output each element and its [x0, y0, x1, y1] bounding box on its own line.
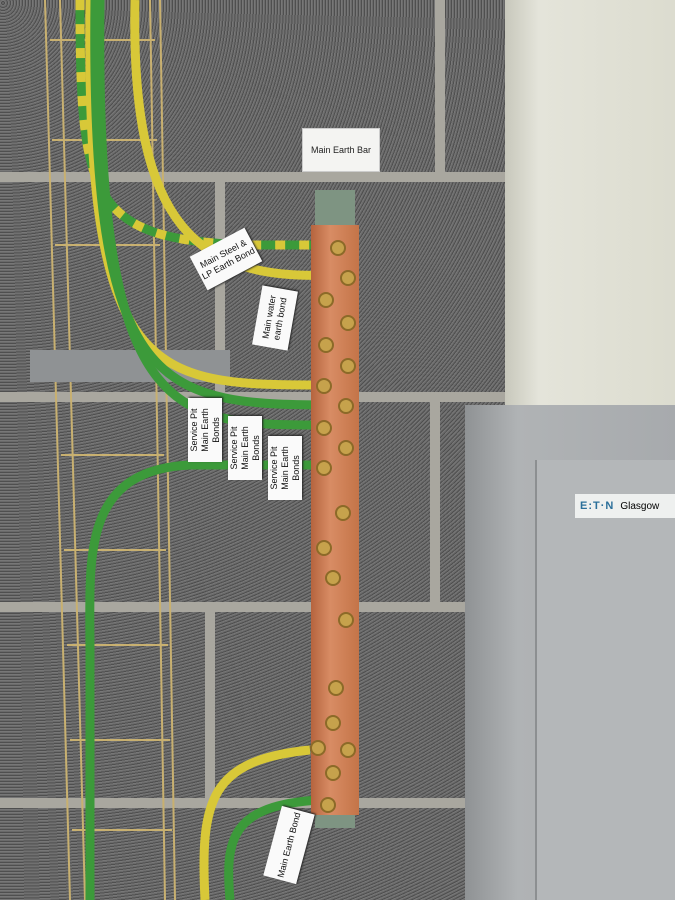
mortar-line	[205, 610, 215, 800]
mortar-line	[0, 172, 520, 182]
eaton-label: E:T·N Glasgow	[575, 494, 675, 518]
mortar-line	[435, 0, 445, 175]
cable-tray	[44, 0, 176, 900]
brand-logo: E:T·N	[580, 500, 615, 512]
tag-service-pit-3: Service Pit Main Earth Bonds	[268, 436, 302, 500]
tag-service-pit-2: Service Pit Main Earth Bonds	[228, 416, 262, 480]
tag-service-pit-1: Service Pit Main Earth Bonds	[188, 398, 222, 462]
mortar-line	[0, 798, 520, 808]
earth-cables	[75, 0, 341, 900]
mortar-line	[0, 602, 520, 612]
electrical-panel-upper	[505, 0, 675, 425]
mortar-line	[0, 392, 520, 402]
cabinet-door	[535, 460, 675, 900]
mortar-line	[430, 400, 440, 605]
location-text: Glasgow	[620, 500, 660, 512]
mortar-line	[215, 180, 225, 395]
main-earth-bar-sign: Main Earth Bar	[302, 128, 380, 172]
mounting-bracket-top	[315, 190, 355, 230]
